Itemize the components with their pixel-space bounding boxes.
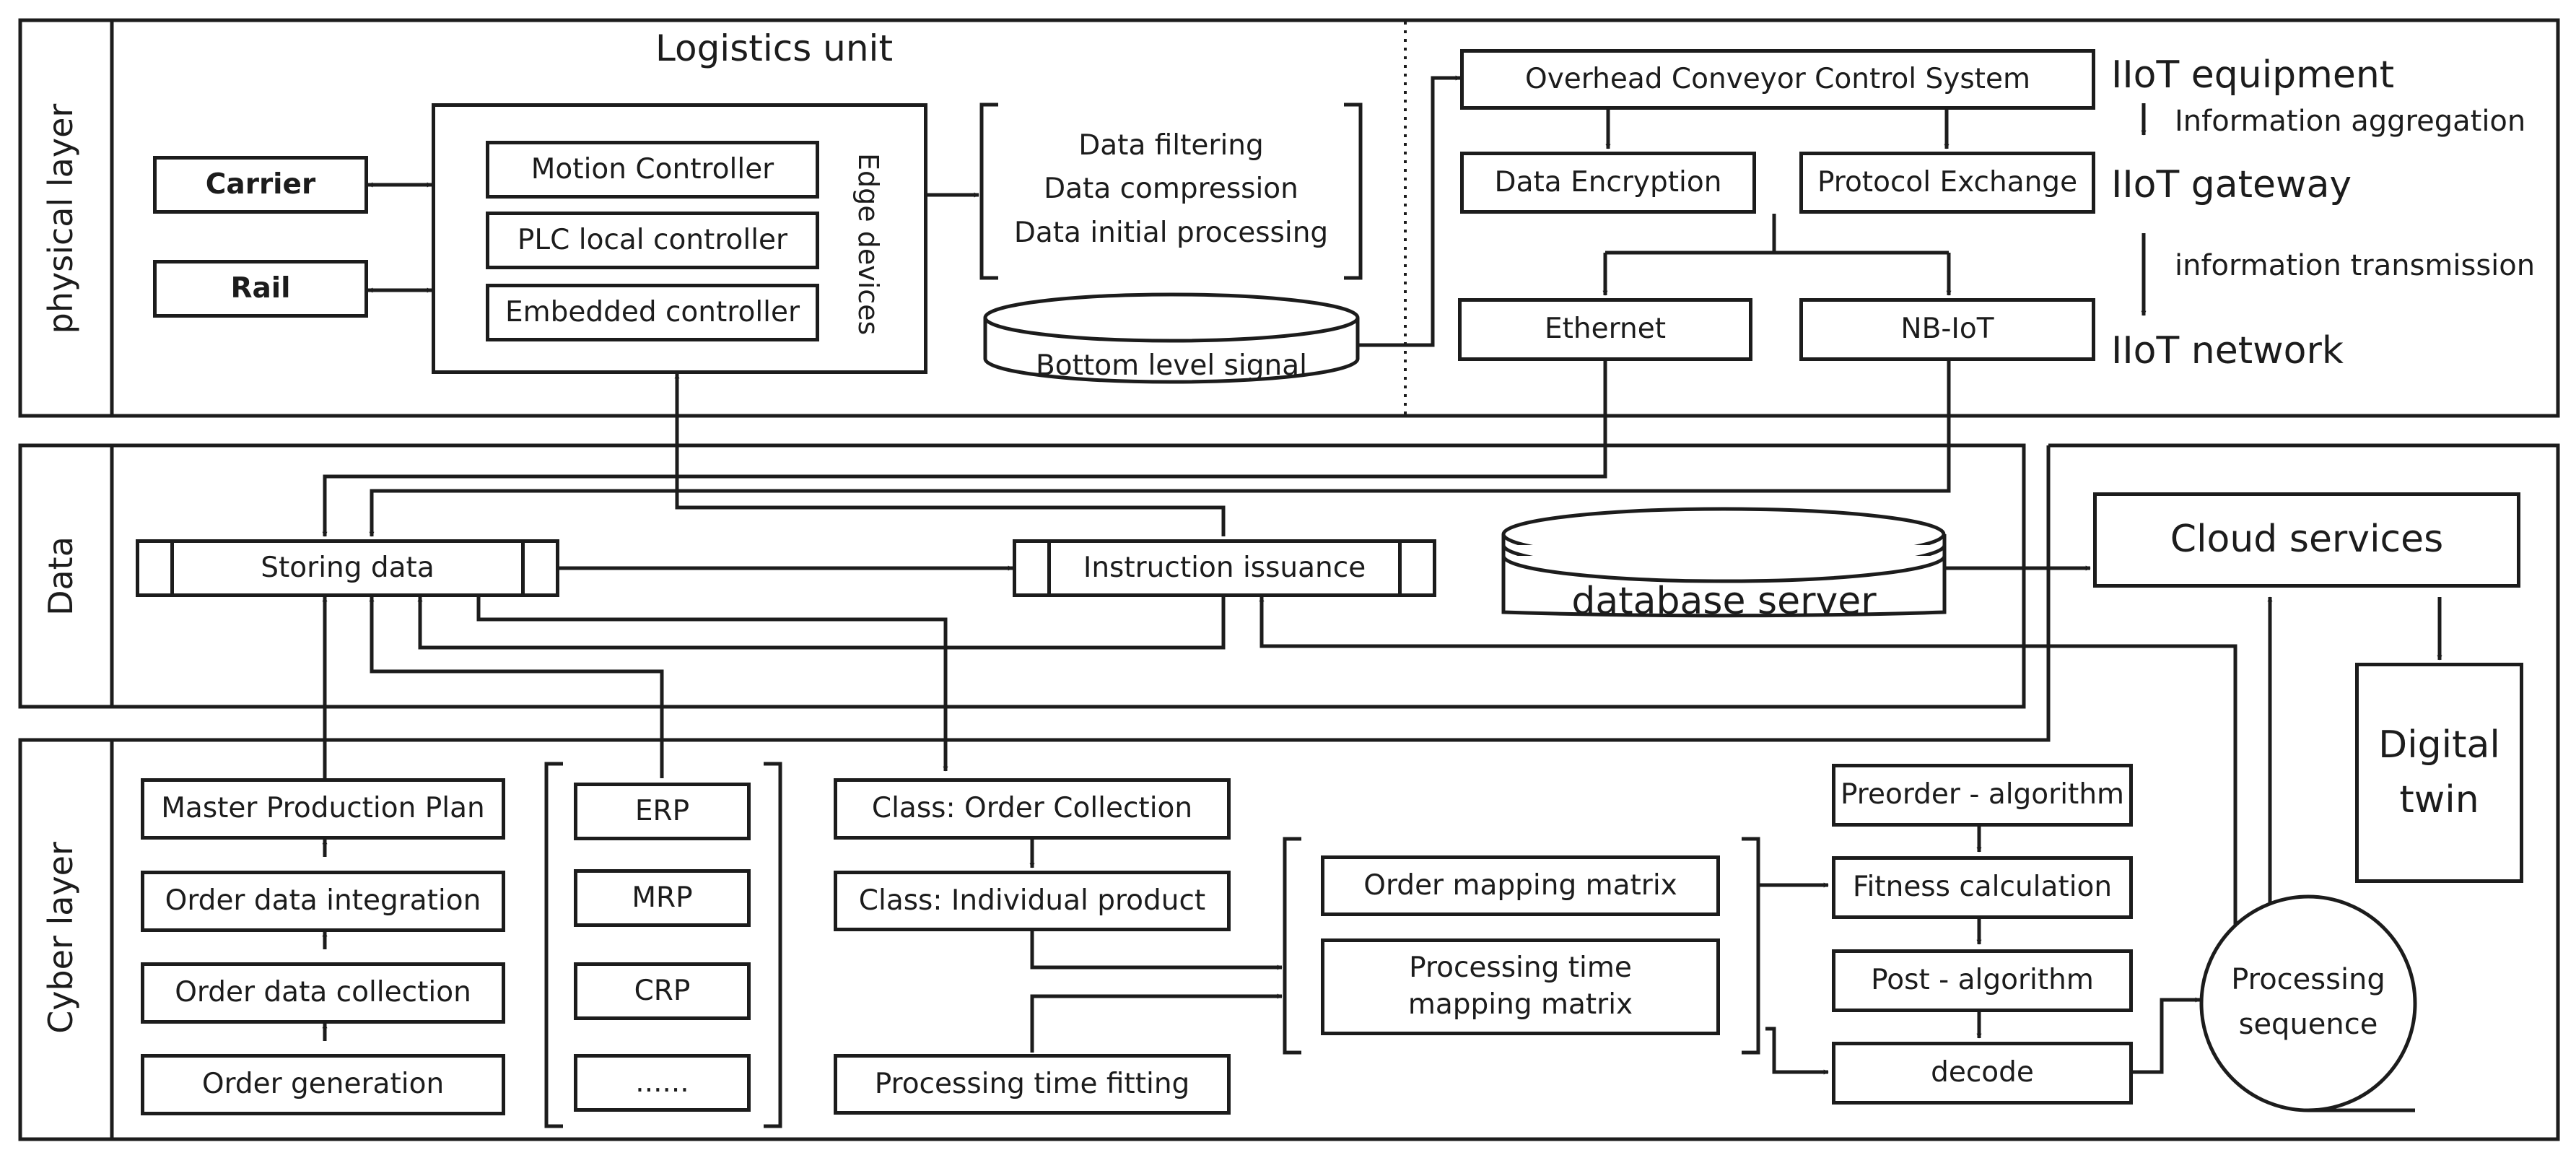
information-aggregation-label: Information aggregation xyxy=(2175,105,2526,138)
decode-box: decode xyxy=(1832,1042,2133,1105)
carrier-box: Carrier xyxy=(153,156,368,214)
class-order-collection-box: Class: Order Collection xyxy=(834,778,1231,840)
bottom-signal-label: Bottom level signal xyxy=(1036,349,1307,382)
protocol-exchange-box: Protocol Exchange xyxy=(1799,152,2095,214)
iiot-network-label: IIoT network xyxy=(2111,329,2344,373)
bottom-signal-cylinder xyxy=(983,292,1360,384)
processing-time-mapping-matrix-box: Processing time mapping matrix xyxy=(1321,938,1720,1035)
cyber-layer-frame xyxy=(18,443,2560,1141)
physical-layer-label: physical layer xyxy=(41,103,80,334)
iiot-gateway-label: IIoT gateway xyxy=(2111,163,2352,206)
iiot-equipment-label: IIoT equipment xyxy=(2111,53,2395,97)
processing-step: Data filtering xyxy=(1078,129,1264,162)
mrp-box: MRP xyxy=(574,869,751,927)
master-production-plan-box: Master Production Plan xyxy=(141,778,505,840)
logistics-unit-title: Logistics unit xyxy=(655,27,894,69)
information-transmission-label: information transmission xyxy=(2175,249,2536,282)
processing-step: Data compression xyxy=(1044,173,1298,206)
data-layer-frame xyxy=(18,443,2026,709)
order-mapping-matrix-box: Order mapping matrix xyxy=(1321,855,1720,916)
storing-data-label: Storing data xyxy=(261,551,435,584)
processing-time-fitting-box: Processing time fitting xyxy=(834,1054,1231,1115)
more-systems-box: ...... xyxy=(574,1054,751,1112)
instruction-issuance-label: Instruction issuance xyxy=(1083,551,1366,584)
ethernet-box: Ethernet xyxy=(1458,298,1752,361)
cloud-services-box: Cloud services xyxy=(2093,492,2520,588)
plc-controller-box: PLC local controller xyxy=(486,212,819,269)
order-data-integration-box: Order data integration xyxy=(141,871,505,932)
order-data-collection-box: Order data collection xyxy=(141,962,505,1024)
database-server-label: database server xyxy=(1571,580,1877,623)
processing-sequence-text: Processing sequence xyxy=(2231,963,2385,1041)
nbiot-box: NB-IoT xyxy=(1799,298,2095,361)
data-encryption-box: Data Encryption xyxy=(1460,152,1756,214)
storing-data-box: Storing data xyxy=(136,539,559,597)
digital-twin-box: Digital twin xyxy=(2355,663,2523,883)
processing-step: Data initial processing xyxy=(1013,216,1329,249)
cyber-layer-label: Cyber layer xyxy=(41,842,80,1034)
motion-controller-box: Motion Controller xyxy=(486,141,819,199)
instruction-issuance-box: Instruction issuance xyxy=(1013,539,1436,597)
physical-layer-frame xyxy=(18,18,2560,418)
processing-sequence-label: Processing sequence xyxy=(2209,957,2408,1047)
fitness-calculation-box: Fitness calculation xyxy=(1832,856,2133,919)
crp-box: CRP xyxy=(574,962,751,1020)
embedded-controller-box: Embedded controller xyxy=(486,284,819,341)
post-algorithm-box: Post - algorithm xyxy=(1832,949,2133,1012)
database-server-cylinder xyxy=(1501,507,1947,618)
edge-devices-label: Edge devices xyxy=(852,153,884,336)
erp-box: ERP xyxy=(574,783,751,840)
class-individual-product-box: Class: Individual product xyxy=(834,871,1231,931)
data-layer-label: Data xyxy=(41,536,80,616)
preorder-algorithm-box: Preorder - algorithm xyxy=(1832,764,2133,827)
overhead-conveyor-box: Overhead Conveyor Control System xyxy=(1460,49,2095,110)
rail-box: Rail xyxy=(153,260,368,318)
processing-steps: Data filtering Data compression Data ini… xyxy=(998,124,1344,255)
order-generation-box: Order generation xyxy=(141,1054,505,1115)
